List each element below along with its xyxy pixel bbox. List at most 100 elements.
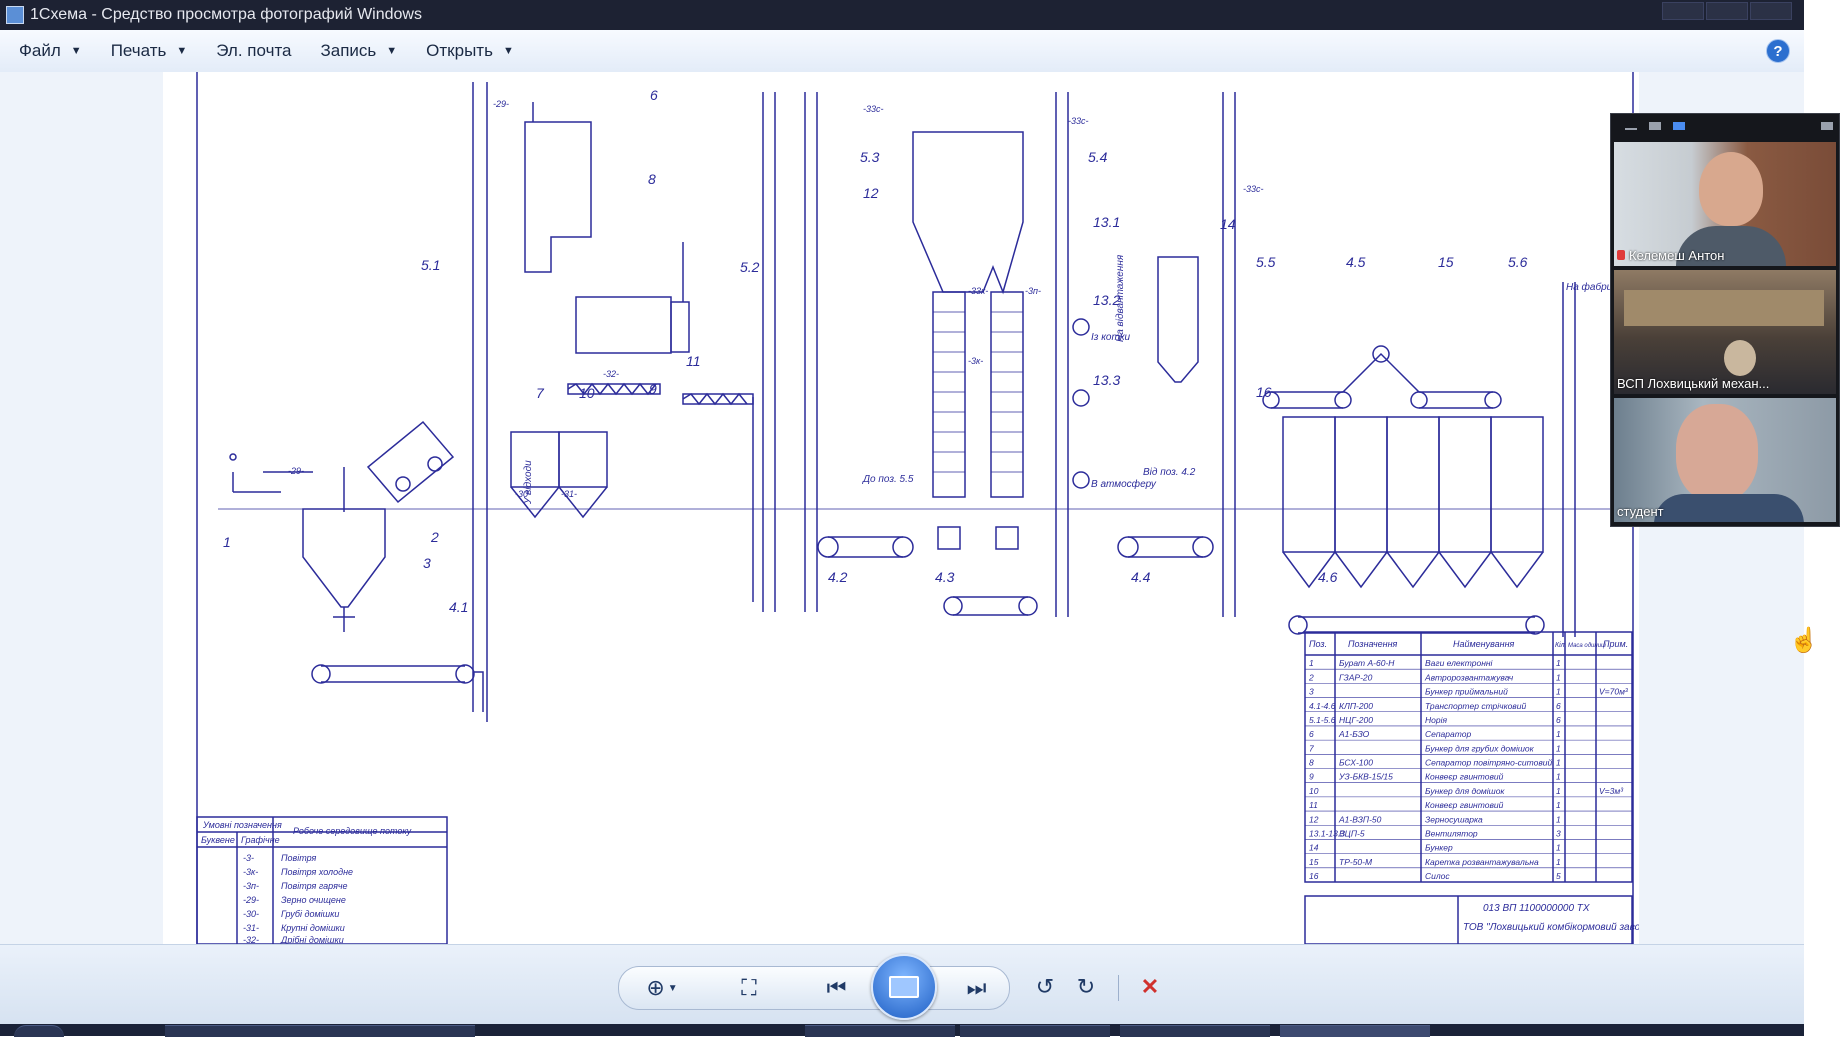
slideshow-button[interactable] <box>871 954 937 1020</box>
participant-tile[interactable]: студент <box>1614 398 1836 522</box>
toolbar-divider <box>1118 975 1119 1001</box>
spec-cell-code: ГЗАР-20 <box>1339 672 1373 682</box>
spec-cell-code: Бурат А-60-Н <box>1339 658 1395 668</box>
spec-cell-name: Вентилятор <box>1425 828 1478 838</box>
taskbar-item-active[interactable] <box>1280 1025 1430 1037</box>
minimize-panel-icon[interactable] <box>1625 128 1637 130</box>
spec-cell-name: Ваги електронні <box>1425 658 1494 668</box>
legend-name: Дрібні домішки <box>280 935 344 944</box>
menu-file[interactable]: Файл▼ <box>0 30 92 72</box>
participant-video <box>1699 152 1763 226</box>
spec-cell-name: Конвеєр гвинтовий <box>1425 800 1504 810</box>
pos-label: 14 <box>1220 216 1236 232</box>
taskbar-item[interactable] <box>805 1025 955 1037</box>
pos-label: 5.2 <box>740 259 760 275</box>
specification-table: Поз. Позначення Найменування Кіл. Маса о… <box>1309 639 1628 649</box>
hand-cursor-icon: ☝ <box>1789 627 1819 654</box>
spec-cell-pos: 16 <box>1309 871 1319 881</box>
pos-label: 3 <box>423 555 431 571</box>
stamp-title: ТОВ "Лохвицький комбікормовий завод" <box>1463 921 1639 933</box>
pos-label: 5.6 <box>1508 254 1528 270</box>
start-button[interactable] <box>14 1025 64 1037</box>
flow-label: -32- <box>603 369 619 379</box>
spec-cell-pos: 1 <box>1309 658 1314 668</box>
pos-label: 15 <box>1438 254 1454 270</box>
spec-cell-pos: 14 <box>1309 843 1319 853</box>
pos-label: 2 <box>430 529 439 545</box>
spec-cell-pos: 2 <box>1308 672 1314 682</box>
legend-code: -3к- <box>243 867 258 877</box>
pos-label: 9 <box>649 381 657 397</box>
spec-cell-qty: 1 <box>1556 814 1561 824</box>
flow-label: -29- <box>493 99 509 109</box>
previous-icon: ⏮ <box>826 975 847 1000</box>
viewer-toolbar: ⊕▼ ⛶ ⏮ ⏭ ↺ ↻ ✕ <box>0 944 1804 1025</box>
participant-video <box>1724 340 1756 376</box>
spec-cell-qty: 1 <box>1556 758 1561 768</box>
participant-name: Келемеш Антон <box>1617 248 1724 263</box>
spec-cell-name: Бункер для домішок <box>1425 786 1505 796</box>
legend-name: Зерно очищене <box>281 895 346 905</box>
next-button[interactable]: ⏭ <box>954 967 999 1009</box>
minimize-button[interactable] <box>1662 2 1704 20</box>
spec-cell-code: БСХ-100 <box>1339 758 1373 768</box>
spec-cell-qty: 3 <box>1556 828 1561 838</box>
photo-viewer-app-icon <box>6 6 24 24</box>
legend-code: -32- <box>243 935 259 944</box>
pos-label: 4.6 <box>1318 569 1338 585</box>
drawing-note: Із котки <box>1091 332 1131 343</box>
scheme-svg: 1 2 3 4.1 5.1 6 7 8 9 10 11 5.2 5.3 12 4… <box>196 72 1639 944</box>
spec-cell-qty: 6 <box>1556 701 1561 711</box>
taskbar-item[interactable] <box>960 1025 1110 1037</box>
taskbar-item[interactable] <box>165 1025 475 1037</box>
spec-cell-qty: 1 <box>1556 672 1561 682</box>
caret-down-icon: ▼ <box>502 45 514 57</box>
menu-email[interactable]: Эл. почта <box>197 30 301 72</box>
pos-label: 11 <box>686 353 701 369</box>
menu-print[interactable]: Печать▼ <box>92 30 198 72</box>
window-controls <box>1662 2 1792 20</box>
image-viewport: 1 2 3 4.1 5.1 6 7 8 9 10 11 5.2 5.3 12 4… <box>0 72 1804 944</box>
legend-code: -29- <box>243 895 259 905</box>
rotate-right-button[interactable]: ↻ <box>1066 966 1106 1008</box>
taskbar-item[interactable] <box>1120 1025 1270 1037</box>
gallery-view-icon[interactable] <box>1673 122 1685 130</box>
pos-label: 13.1 <box>1093 214 1120 230</box>
close-window-button[interactable] <box>1750 2 1792 20</box>
drawing-note: До поз. 5.5 <box>862 474 914 485</box>
menu-email-label: Эл. почта <box>216 41 292 60</box>
pos-label: 5.4 <box>1088 149 1108 165</box>
participant-video <box>1654 494 1804 522</box>
speaker-view-icon[interactable] <box>1649 122 1661 130</box>
participant-tile[interactable]: Келемеш Антон <box>1614 142 1836 266</box>
exit-panel-icon[interactable] <box>1821 122 1833 130</box>
maximize-button[interactable] <box>1706 2 1748 20</box>
panel-header <box>1611 114 1839 138</box>
spec-cell-pos: 10 <box>1309 786 1319 796</box>
drawing-note: На відвантаження <box>1115 254 1126 342</box>
spec-cell-qty: 1 <box>1556 843 1561 853</box>
participant-video <box>1676 404 1758 502</box>
legend-header: Умовні позначення <box>202 820 282 830</box>
spec-cell-qty: 1 <box>1556 786 1561 796</box>
actual-size-button[interactable]: ⛶ <box>729 967 769 1009</box>
zoom-button[interactable]: ⊕▼ <box>637 967 687 1009</box>
flow-label: -33к- <box>968 286 988 296</box>
previous-button[interactable]: ⏮ <box>814 967 859 1009</box>
participant-tile[interactable]: ВСП Лохвицький механ... <box>1614 270 1836 394</box>
rotate-left-button[interactable]: ↺ <box>1025 966 1065 1008</box>
help-icon[interactable]: ? <box>1766 39 1790 63</box>
spec-cell-code: ТР-50-М <box>1339 857 1373 867</box>
pos-label: 13.3 <box>1093 372 1120 388</box>
window-title: 1Схема - Средство просмотра фотографий W… <box>30 6 422 23</box>
delete-button[interactable]: ✕ <box>1130 966 1170 1008</box>
participant-name: ВСП Лохвицький механ... <box>1617 376 1770 391</box>
menu-burn[interactable]: Запись▼ <box>302 30 408 72</box>
menu-open[interactable]: Открыть▼ <box>407 30 524 72</box>
spec-header: Кіл. <box>1555 641 1567 649</box>
spec-cell-code: А1-ВЗП-50 <box>1338 814 1382 824</box>
taskbar <box>0 1024 1842 1037</box>
legend-header: Графічне <box>241 835 280 845</box>
spec-cell-name: Сепаратор повітряно-ситовий <box>1425 758 1553 768</box>
next-icon: ⏭ <box>966 975 987 1000</box>
